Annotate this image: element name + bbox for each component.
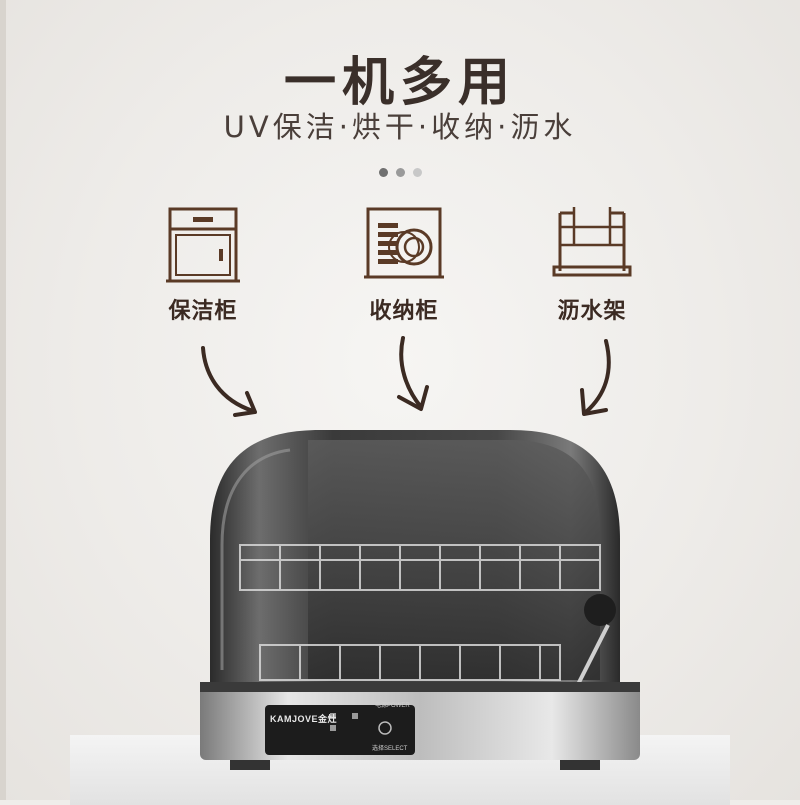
page-title: 一机多用 — [283, 53, 516, 113]
carousel-pager — [0, 168, 800, 177]
feature-label: 收纳柜 — [369, 298, 439, 324]
pager-dot[interactable] — [378, 168, 388, 177]
arrow-down-right-icon — [201, 346, 257, 417]
pager-dot[interactable] — [412, 168, 422, 177]
product-brand: KAMJOVE金灶 — [270, 714, 338, 724]
left-edge-strip — [0, 0, 6, 800]
feature-drain-rack: 沥水架 — [532, 205, 652, 325]
page-subtitle: UV保洁·烘干·收纳·沥水 — [223, 110, 577, 144]
pager-dot[interactable] — [395, 168, 405, 177]
arrow-down-icon — [397, 336, 429, 411]
control-label-power: 电源POWER — [375, 703, 410, 709]
drain-rack-icon — [552, 207, 632, 277]
feature-storage-cabinet: 收纳柜 — [344, 205, 464, 325]
cabinet-icon — [166, 207, 240, 283]
dish-dryer-image — [200, 430, 640, 770]
feature-cleaning-cabinet: 保洁柜 — [143, 205, 263, 325]
arrow-down-left-icon — [580, 339, 611, 416]
feature-label: 保洁柜 — [168, 298, 238, 324]
control-label-select: 选择SELECT — [372, 746, 408, 752]
feature-label: 沥水架 — [557, 298, 627, 324]
dish-storage-icon — [364, 207, 444, 279]
